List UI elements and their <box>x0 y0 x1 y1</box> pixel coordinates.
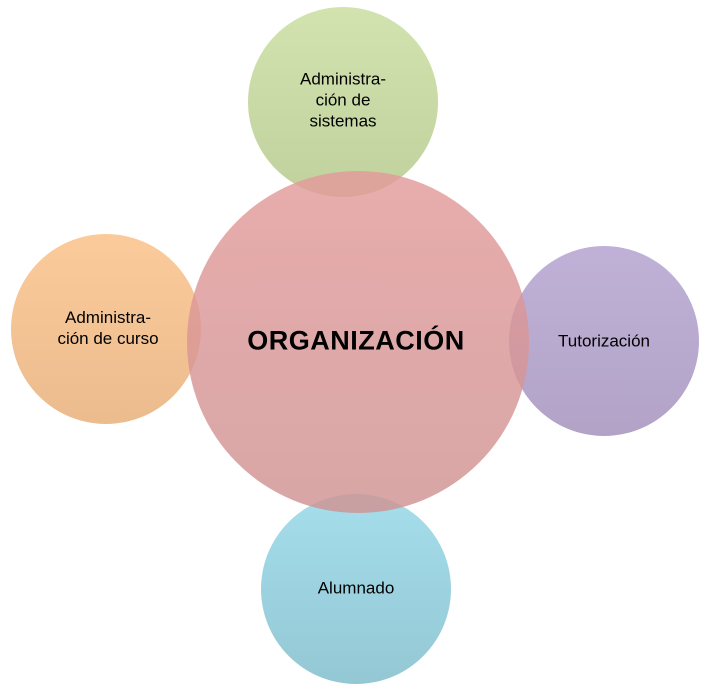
label-line: ción de <box>315 90 371 110</box>
label-line: ción de curso <box>57 329 159 348</box>
label-line: Administra- <box>65 308 151 327</box>
node-right-label: Tutorización <box>558 331 650 352</box>
circle-bottom <box>261 494 451 684</box>
circle-left <box>11 234 201 424</box>
circle-center <box>187 171 529 513</box>
circle-top <box>248 7 438 197</box>
node-top-label: Administra- ción de sistemas <box>300 69 386 132</box>
label-line: Tutorización <box>558 331 650 351</box>
circle-right <box>509 246 699 436</box>
label-line: Administra- <box>300 69 386 89</box>
center-label: ORGANIZACIÓN <box>247 325 465 356</box>
node-left-label: Administra- ción de curso <box>57 307 158 349</box>
label-line: Alumnado <box>317 578 395 598</box>
label-line: sistemas <box>309 111 377 131</box>
node-bottom-label: Alumnado <box>318 578 395 599</box>
